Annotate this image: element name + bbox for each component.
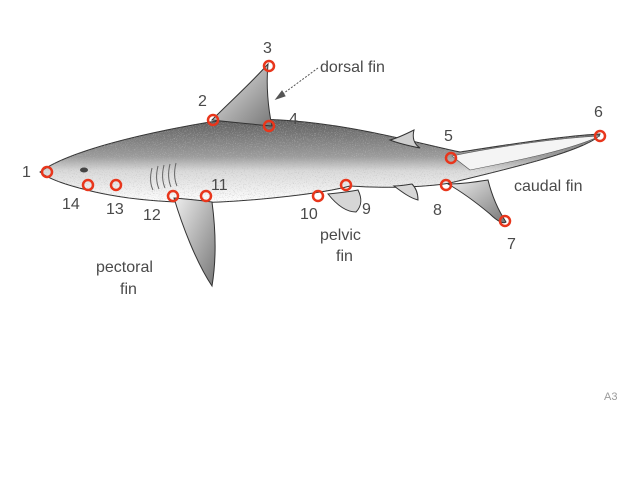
- landmark-9-label: 9: [362, 201, 371, 218]
- landmark-4-marker: [262, 119, 276, 133]
- dorsal-fin-arrow: [274, 67, 319, 100]
- landmark-11-marker: [199, 189, 213, 203]
- landmark-7-label: 7: [507, 236, 516, 253]
- landmark-14-label: 14: [62, 196, 80, 213]
- landmark-7-marker: [498, 214, 512, 228]
- landmark-8-marker: [439, 178, 453, 192]
- gill-slits: [150, 162, 178, 191]
- landmark-14-marker: [81, 178, 95, 192]
- landmark-4-label: 4: [289, 111, 298, 128]
- landmark-10-label: 10: [300, 206, 318, 223]
- pectoral-fin-label-line2: fin: [120, 281, 137, 298]
- landmark-13-marker: [109, 178, 123, 192]
- landmark-8-label: 8: [433, 202, 442, 219]
- dorsal-fin-shape: [210, 62, 273, 127]
- landmark-6-label: 6: [594, 104, 603, 121]
- landmark-5-label: 5: [444, 128, 453, 145]
- landmark-2-label: 2: [198, 93, 207, 110]
- pectoral-fin-label-line1: pectoral: [96, 259, 153, 276]
- second-dorsal-fin-shape: [388, 129, 421, 149]
- anal-fin-shape: [392, 183, 419, 201]
- landmark-3-label: 3: [263, 40, 272, 57]
- dorsal-fin-label: dorsal fin: [320, 59, 385, 76]
- pelvic-fin-shape: [327, 189, 362, 213]
- caudal-fin-lower-shape: [446, 179, 507, 224]
- landmark-12-marker: [166, 189, 180, 203]
- pelvic-fin-label-line1: pelvic: [320, 227, 361, 244]
- landmark-labels: 1 2 3 4 5 6 7 8 9 10 11 12 13 14: [22, 40, 603, 253]
- landmark-12-label: 12: [143, 207, 161, 224]
- landmark-1-marker: [40, 165, 54, 179]
- eye: [80, 167, 88, 173]
- caudal-fin-upper-shape: [451, 135, 601, 171]
- landmark-2-marker: [206, 113, 220, 127]
- pectoral-fin-shape: [173, 197, 216, 288]
- region-labels: dorsal fin caudal fin pelvic fin pectora…: [96, 59, 583, 298]
- landmark-10-marker: [311, 189, 325, 203]
- landmark-13-label: 13: [106, 201, 124, 218]
- landmark-markers: [40, 59, 607, 228]
- landmark-5-marker: [444, 151, 458, 165]
- landmark-1-label: 1: [22, 164, 31, 181]
- landmark-9-marker: [339, 178, 353, 192]
- corner-mark: A3: [604, 391, 617, 403]
- caudal-fin-label: caudal fin: [514, 178, 583, 195]
- landmark-11-label: 11: [211, 177, 228, 194]
- landmark-6-marker: [593, 129, 607, 143]
- pelvic-fin-label-line2: fin: [336, 248, 353, 265]
- landmark-3-marker: [262, 59, 276, 73]
